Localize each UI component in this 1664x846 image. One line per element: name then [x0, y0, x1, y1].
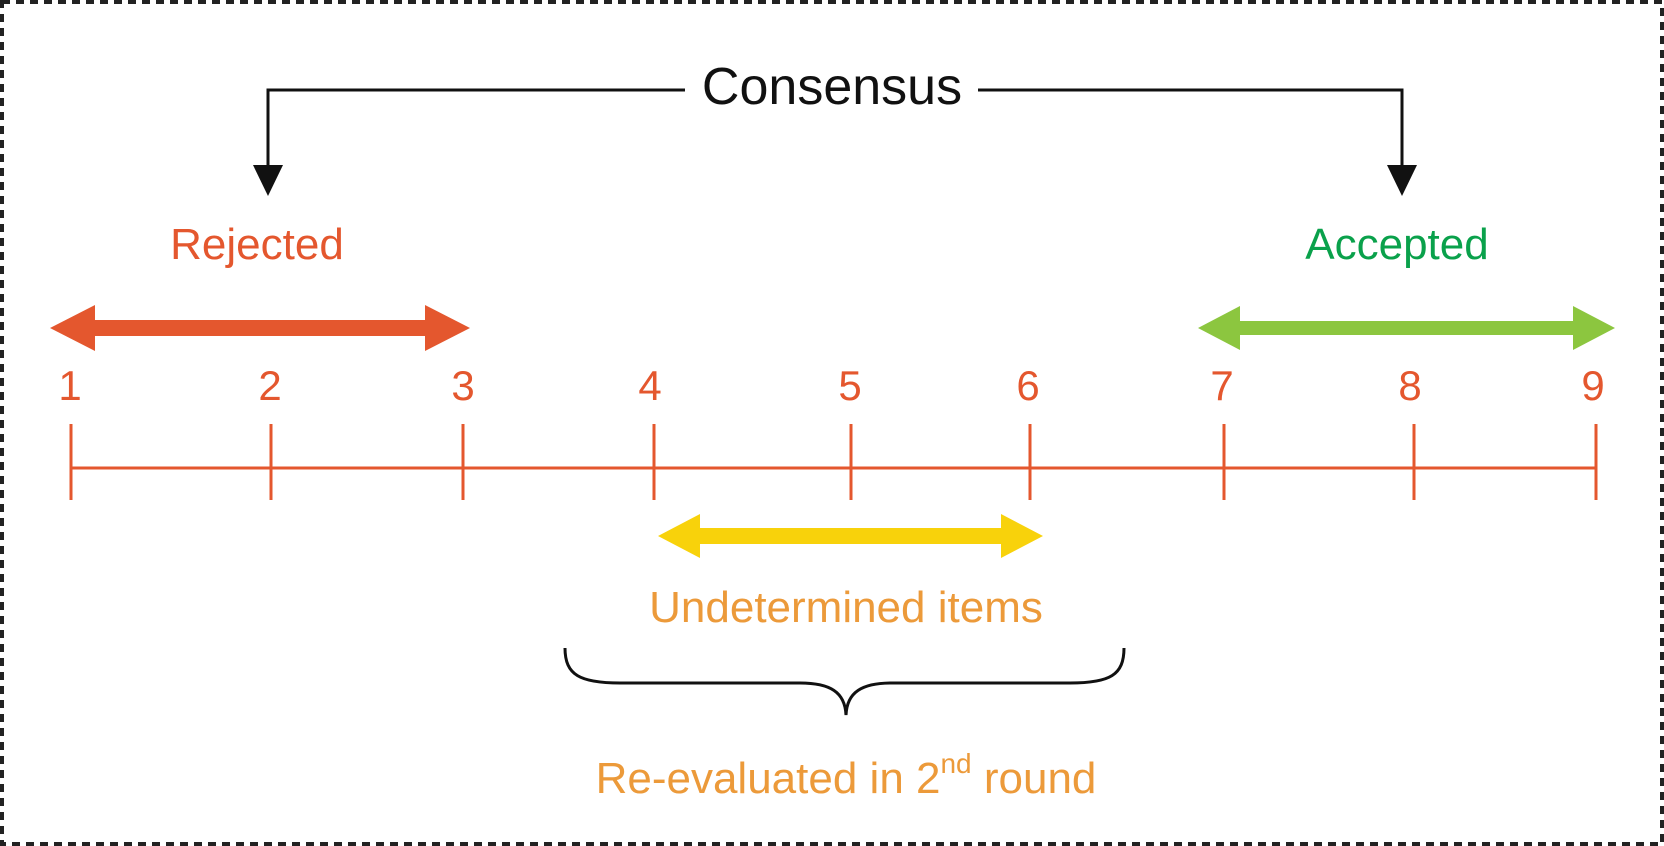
- scale-label-1: 1: [58, 362, 81, 409]
- scale-label-3: 3: [451, 362, 474, 409]
- consensus-label: Consensus: [702, 58, 962, 116]
- undetermined-range-arrow: [658, 514, 1043, 558]
- scale-label-7: 7: [1210, 362, 1233, 409]
- rating-scale: 1 2 3 4 5 6 7 8 9: [58, 362, 1605, 500]
- undetermined-label: Undetermined items: [649, 583, 1043, 632]
- rejected-arrow-shaft: [90, 320, 430, 336]
- rejected-arrowhead-right: [425, 305, 470, 351]
- undetermined-arrowhead-right: [1001, 514, 1043, 558]
- accepted-arrowhead-left: [1198, 306, 1240, 350]
- accepted-arrow-shaft: [1232, 321, 1590, 335]
- accepted-range-arrow: [1198, 306, 1615, 350]
- scale-label-6: 6: [1016, 362, 1039, 409]
- scale-label-9: 9: [1581, 362, 1604, 409]
- scale-label-2: 2: [258, 362, 281, 409]
- curly-brace: [563, 647, 1126, 716]
- rejected-arrowhead-left: [50, 305, 95, 351]
- scale-label-5: 5: [838, 362, 861, 409]
- reevaluated-suffix: round: [972, 754, 1097, 803]
- consensus-bracket: Consensus: [253, 58, 1417, 196]
- undetermined-arrowhead-left: [658, 514, 700, 558]
- consensus-line-right: [978, 88, 1404, 165]
- rejected-label: Rejected: [170, 220, 344, 269]
- reevaluated-prefix: Re-evaluated in 2: [596, 754, 941, 803]
- reevaluated-label: Re-evaluated in 2nd round: [596, 748, 1097, 803]
- accepted-arrowhead-right: [1573, 306, 1615, 350]
- consensus-arrowhead-left: [253, 165, 283, 196]
- scale-label-4: 4: [638, 362, 661, 409]
- consensus-arrowhead-right: [1387, 165, 1417, 196]
- scale-label-8: 8: [1398, 362, 1421, 409]
- accepted-label: Accepted: [1305, 220, 1488, 269]
- undetermined-arrow-shaft: [690, 528, 1020, 544]
- reevaluated-superscript: nd: [940, 748, 971, 779]
- rejected-range-arrow: [50, 305, 470, 351]
- consensus-line-left: [266, 88, 685, 165]
